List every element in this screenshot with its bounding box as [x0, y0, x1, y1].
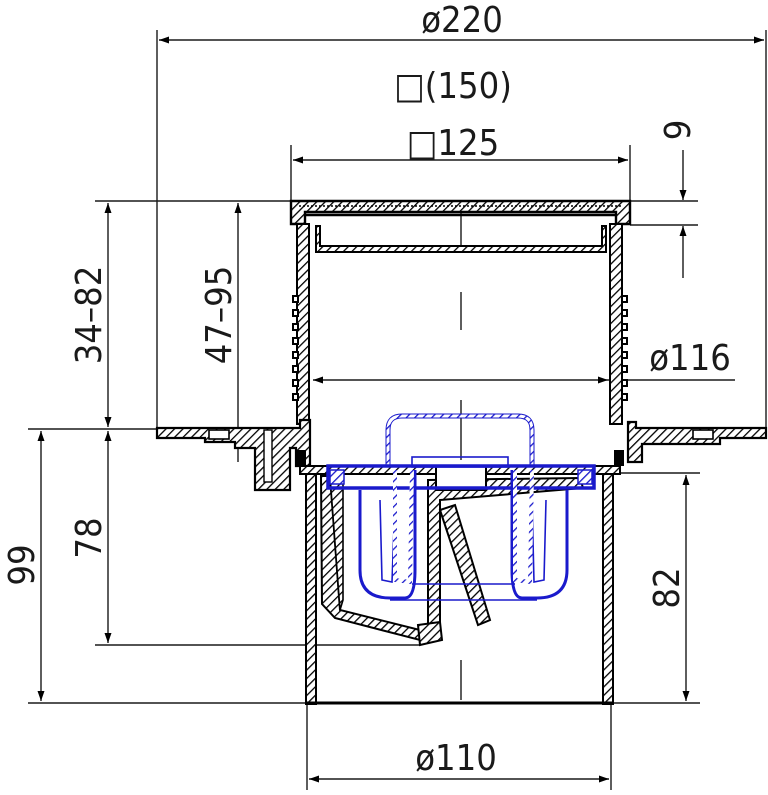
dim-square-150: □(150) [394, 66, 512, 107]
dim-grate-9: 9 [658, 120, 699, 141]
dim-square-125: □125 [407, 123, 499, 164]
dim-range-34-82: 34–82 [69, 266, 110, 365]
dimension-labels: ø220 □(150) □125 9 34–82 47–95 ø116 99 7… [2, 0, 731, 779]
dim-diameter-116: ø116 [649, 338, 731, 379]
odor-trap-insert [326, 413, 596, 601]
dim-height-82: 82 [647, 567, 688, 608]
dimension-lines [28, 30, 767, 790]
dim-range-47-95: 47–95 [199, 266, 240, 365]
dim-diameter-220: ø220 [421, 0, 503, 41]
dim-height-78: 78 [69, 517, 110, 558]
dim-height-99: 99 [2, 544, 43, 585]
dim-diameter-110: ø110 [415, 738, 497, 779]
